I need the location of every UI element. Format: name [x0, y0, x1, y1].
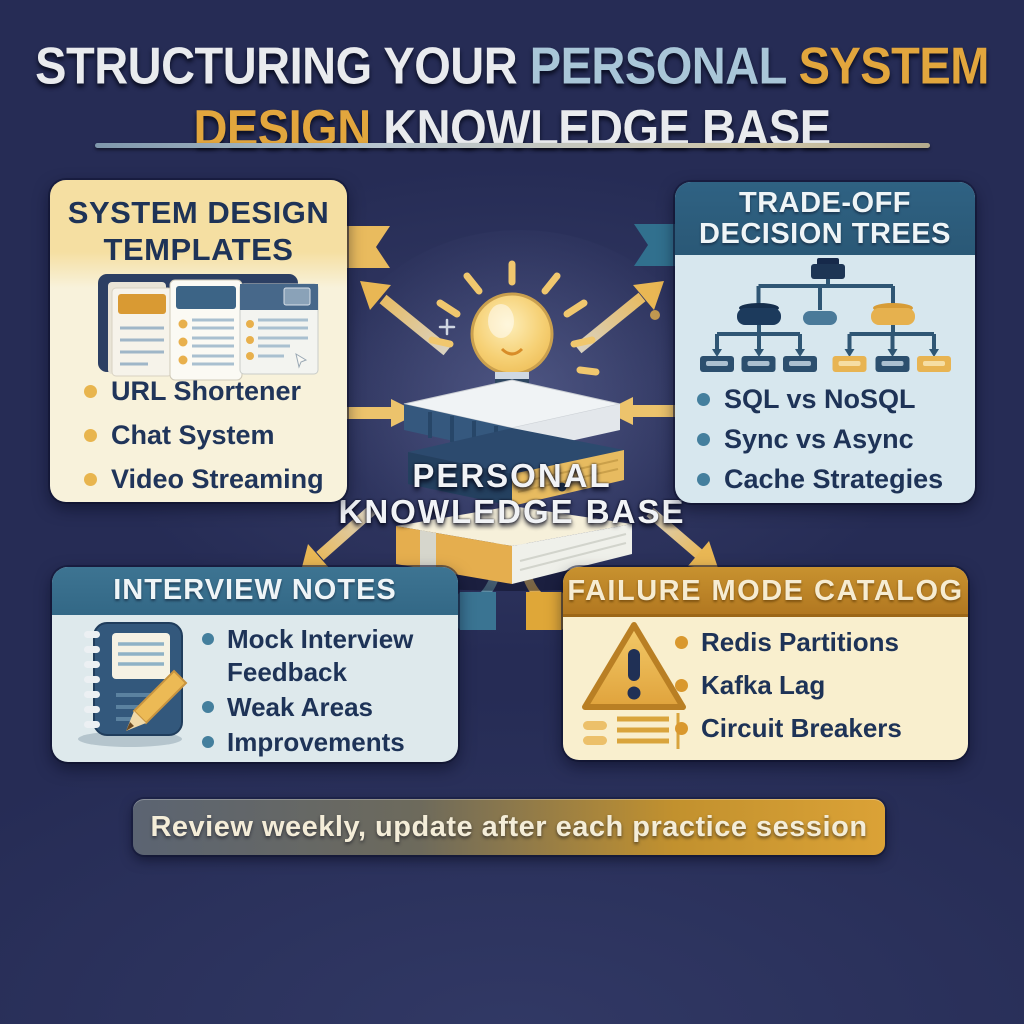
footer-banner: Review weekly, update after each practic…	[133, 799, 885, 855]
gold-ribbon-icon	[347, 226, 390, 268]
list-item: Improvements	[202, 726, 448, 759]
bullet-dot	[697, 393, 710, 406]
light-rays	[428, 260, 600, 376]
template-card-3	[239, 283, 319, 375]
bullet-dot	[84, 473, 97, 486]
panel-failure-mode-catalog: FAILURE MODE CATALOG Redis Partitions K	[563, 567, 968, 760]
tree-arrowheads	[712, 349, 939, 357]
list-item: Weak Areas	[202, 691, 448, 724]
bullet-dot	[202, 701, 214, 713]
center-label-line2: KNOWLEDGE BASE	[338, 493, 686, 530]
cursor-icon	[295, 352, 308, 369]
list-item: Sync vs Async	[697, 424, 943, 464]
footer-text: Review weekly, update after each practic…	[150, 810, 868, 843]
center-label: PERSONAL KNOWLEDGE BASE	[312, 458, 712, 530]
panel-header-bg	[563, 567, 968, 617]
bullet-dot	[202, 633, 214, 645]
pencil-icon	[126, 669, 188, 731]
warning-triangle-icon	[582, 622, 686, 749]
title-line-2: DESIGN KNOWLEDGE BASE	[193, 98, 831, 158]
templates-list: URL Shortener Chat System Video Streamin…	[84, 376, 324, 502]
panel-system-design-templates: SYSTEM DESIGN TEMPLATES	[50, 180, 347, 502]
list-item: Redis Partitions	[675, 627, 902, 670]
books-lightbulb-icon	[392, 260, 636, 591]
bullet-dot	[675, 679, 688, 692]
tradeoffs-list: SQL vs NoSQL Sync vs Async Cache Strateg…	[697, 384, 943, 503]
teal-ribbon-icon	[634, 224, 677, 266]
title-divider	[95, 143, 930, 148]
tree-leaf-nodes	[700, 356, 951, 372]
template-cards-icon	[98, 274, 319, 381]
list-item: Video Streaming	[84, 464, 324, 502]
list-item: SQL vs NoSQL	[697, 384, 943, 424]
arrow-to-failures-icon	[646, 507, 719, 571]
bullet-dot	[84, 429, 97, 442]
panel-title: SYSTEM DESIGN TEMPLATES	[67, 195, 330, 267]
panel-title: TRADE-OFF DECISION TREES	[699, 187, 951, 250]
failures-list: Redis Partitions Kafka Lag Circuit Break…	[675, 627, 902, 756]
template-card-2	[169, 279, 243, 381]
list-doodle-icon	[583, 713, 680, 749]
bullet-dot	[675, 636, 688, 649]
bullet-dot	[202, 736, 214, 748]
panel-header-bg	[675, 182, 975, 255]
tree-mid-nodes	[737, 303, 915, 325]
sparkle-icon	[438, 318, 456, 336]
bullet-dot	[84, 385, 97, 398]
list-item: Circuit Breakers	[675, 713, 902, 756]
tree-root-node	[811, 258, 845, 279]
book-middle	[408, 428, 624, 506]
notebook-pencil-icon	[78, 622, 188, 747]
panel-interview-notes: INTERVIEW NOTES Mock	[52, 567, 458, 762]
panel-tradeoff-decision-trees: TRADE-OFF DECISION TREES	[675, 182, 975, 503]
list-item: Cache Strategies	[697, 464, 943, 503]
page-title: STRUCTURING YOUR PERSONAL SYSTEM DESIGN …	[0, 34, 1024, 159]
panel-title: FAILURE MODE CATALOG	[567, 575, 964, 607]
list-item: Kafka Lag	[675, 670, 902, 713]
list-item: URL Shortener	[84, 376, 324, 420]
decision-tree-icon	[700, 258, 951, 372]
list-item: Mock Interview Feedback	[202, 623, 448, 689]
center-label-line1: PERSONAL	[412, 457, 612, 494]
interview-list: Mock Interview Feedback Weak Areas Impro…	[202, 623, 448, 761]
bullet-dot	[697, 473, 710, 486]
arrow-to-interview-icon	[301, 505, 376, 571]
title-line-1: STRUCTURING YOUR PERSONAL SYSTEM	[35, 36, 989, 95]
glow-dot-icon	[650, 310, 660, 320]
panel-title: INTERVIEW NOTES	[113, 574, 397, 606]
panel-header-bg	[52, 567, 458, 615]
bullet-dot	[697, 433, 710, 446]
list-item: Chat System	[84, 420, 324, 464]
bullet-dot	[675, 722, 688, 735]
book-bottom	[396, 506, 632, 584]
template-card-1	[111, 287, 173, 377]
